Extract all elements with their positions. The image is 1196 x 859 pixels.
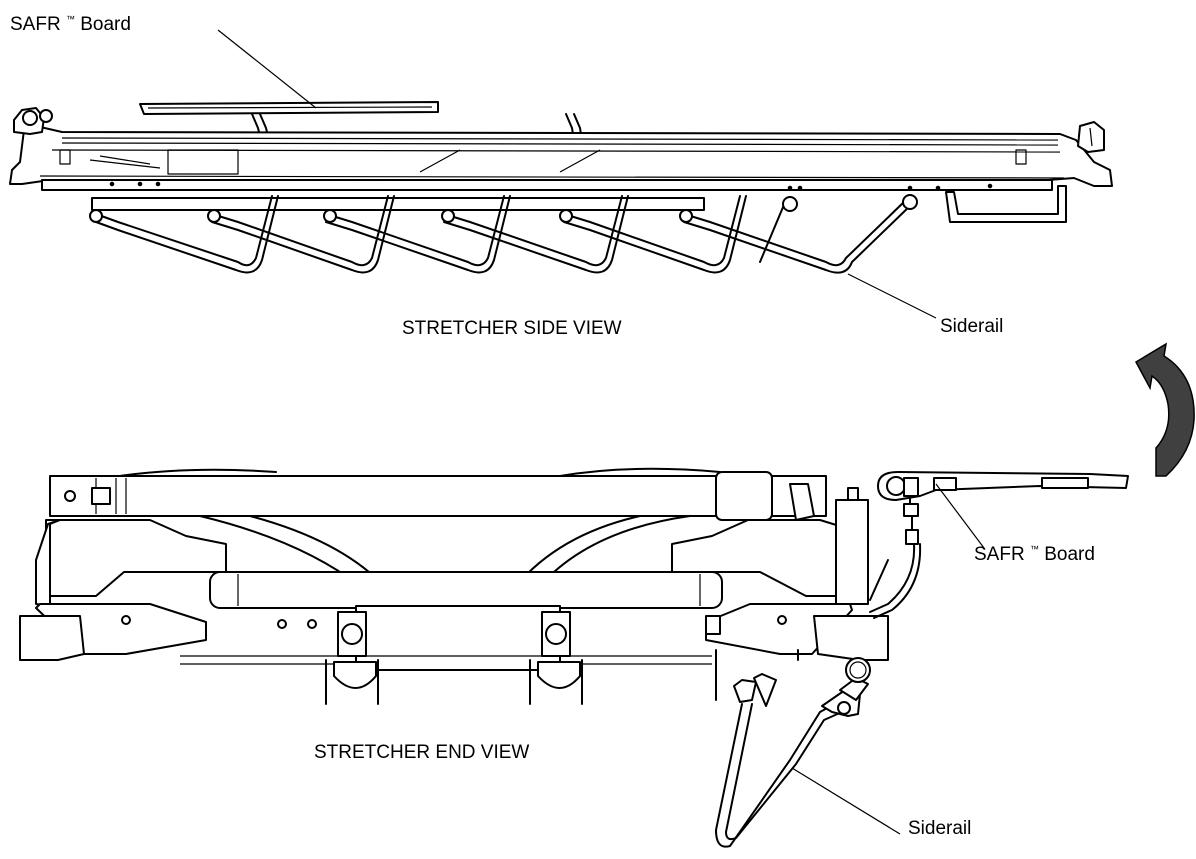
- end-caster-left: [325, 611, 379, 705]
- end-board-label: SAFR ™ Board: [974, 536, 1095, 565]
- end-top-tube: [49, 471, 859, 521]
- end-board-name: SAFR: [974, 544, 1025, 565]
- end-siderail-label: Siderail: [908, 818, 971, 839]
- end-board-leader-line: [935, 483, 985, 549]
- side-push-handle: [945, 185, 1067, 223]
- curved-rotate-arrow-icon: [1135, 342, 1195, 477]
- end-board-word: Board: [1044, 544, 1095, 565]
- side-board-word: Board: [80, 14, 131, 35]
- end-siderail: [715, 657, 871, 848]
- side-siderail-pivots: [89, 194, 918, 223]
- side-safr-board: [139, 101, 439, 115]
- side-board-label: SAFR ™ Board: [10, 6, 131, 35]
- end-base-housing: [19, 519, 889, 671]
- side-view-title: STRETCHER SIDE VIEW: [402, 318, 622, 339]
- side-siderail-top-bar: [91, 197, 705, 211]
- end-safr-board: [869, 471, 1129, 619]
- side-siderail-links: [95, 195, 913, 274]
- end-right-mount: [705, 499, 889, 701]
- end-view-title: STRETCHER END VIEW: [314, 742, 529, 763]
- stretcher-side-view: SAFR ™ Board STRETCHER SIDE VIEW Siderai…: [9, 6, 1113, 339]
- end-siderail-leader-line: [791, 767, 901, 835]
- side-board-tm: ™: [66, 14, 75, 24]
- side-board-name: SAFR: [10, 14, 61, 35]
- end-caster-right: [529, 611, 583, 705]
- side-siderail-label: Siderail: [940, 316, 1003, 337]
- stretcher-end-view: SAFR ™ Board STRETCHER END VIEW Siderail: [19, 467, 1129, 848]
- side-siderail-leader-line: [847, 273, 937, 319]
- side-board-leader-line: [217, 29, 317, 109]
- side-main-frame: [9, 107, 1113, 191]
- end-board-tm: ™: [1030, 544, 1039, 554]
